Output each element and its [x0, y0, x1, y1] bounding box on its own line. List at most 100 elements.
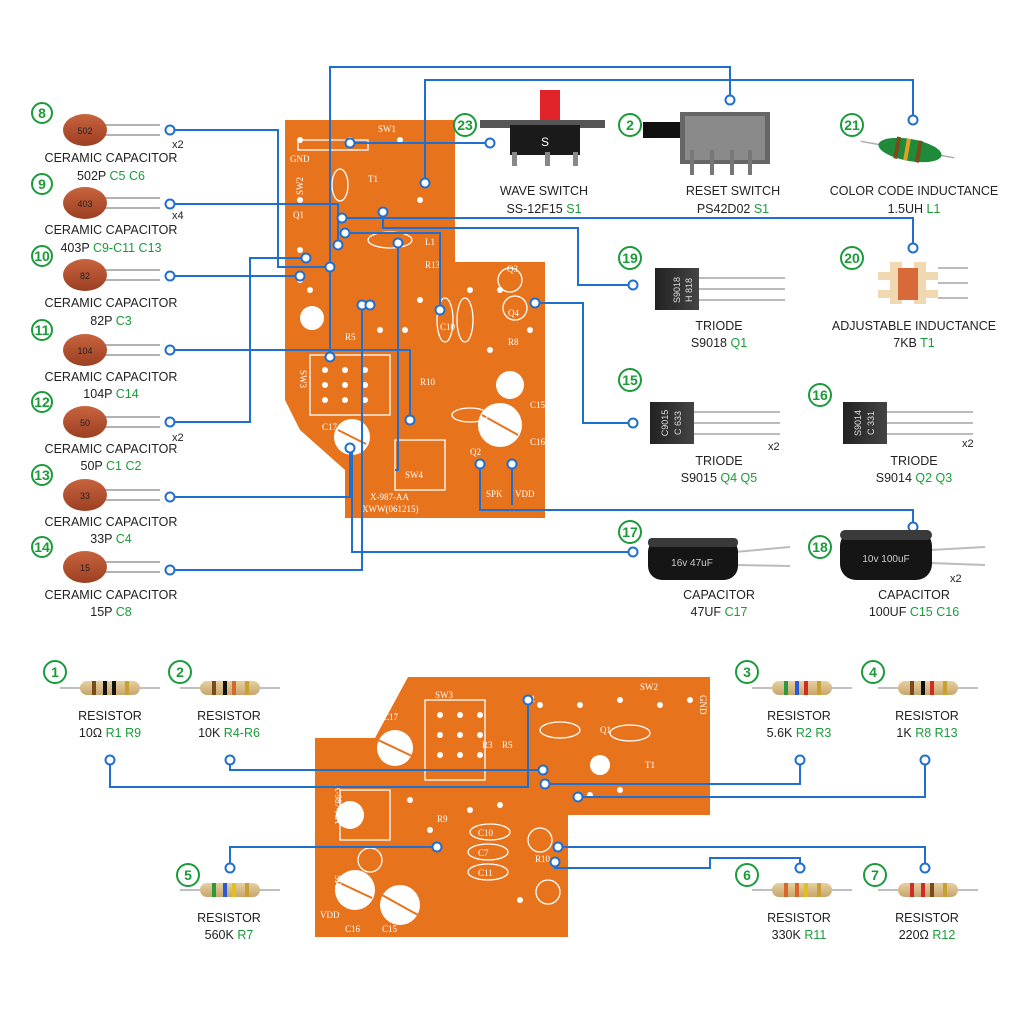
pcb-top-c17: C17 [322, 422, 338, 432]
svg-text:50P C1 C2: 50P C1 C2 [81, 459, 142, 473]
item-number: 14 [34, 539, 50, 555]
part-value: 502P [77, 169, 106, 183]
svg-text:PS42D02 S1: PS42D02 S1 [697, 202, 769, 216]
part-type: RESISTOR [197, 911, 261, 925]
part-value: 330K [772, 928, 802, 942]
svg-text:1.5UH L1: 1.5UH L1 [888, 202, 941, 216]
item-number: 16 [812, 387, 828, 403]
quantity: x2 [962, 438, 974, 450]
part-value: S9018 [691, 336, 727, 350]
pcb-top-c10: C10 [440, 322, 456, 332]
ceramic-capacitor-14: 14 15 CERAMIC CAPACITOR 15P C8 [31, 536, 177, 619]
part-value: PS42D02 [697, 202, 751, 216]
adjustable-inductance-20: 20 ADJUSTABLE INDUCTANCE 7KB T1 [832, 246, 996, 350]
part-type: TRIODE [695, 319, 742, 333]
pcb-top-sw2: SW2 [295, 177, 305, 195]
item-number: 18 [812, 539, 828, 555]
part-value: 1.5UH [888, 202, 923, 216]
triode-19: 19 S9018 H 818 TRIODE S9018 Q1 [618, 246, 786, 350]
part-value: 220Ω [899, 928, 929, 942]
part-refs: C5 C6 [110, 169, 145, 183]
wave-switch-23: 23 S WAVE SWITCH SS-12F15 S1 [453, 90, 605, 216]
part-value: 50P [81, 459, 103, 473]
quantity: x2 [950, 573, 962, 585]
part-value: 403P [60, 241, 89, 255]
part-refs: T1 [920, 336, 935, 350]
cap-marking: 10v 100uF [862, 554, 909, 565]
transistor-marking-2: C 331 [866, 411, 876, 435]
part-refs: R11 [804, 928, 826, 942]
part-value: 15P [90, 605, 112, 619]
capacitor-17: 17 16v 47uF CAPACITOR 47UF C17 [618, 520, 791, 619]
cap-marking: 33 [80, 491, 90, 501]
part-refs: C8 [116, 605, 132, 619]
part-refs: R12 [932, 928, 955, 942]
resistor-5: 5 RESISTOR 560K R7 [176, 863, 281, 942]
cap-marking: 15 [80, 563, 90, 573]
part-type: TRIODE [695, 454, 742, 468]
pcb-top-t1: T1 [368, 174, 378, 184]
transistor-marking-1: S9014 [853, 410, 863, 436]
item-number: 20 [844, 250, 860, 266]
part-type: CAPACITOR [683, 588, 755, 602]
pcb-bottom-c7: C7 [478, 848, 489, 858]
part-type: RESISTOR [767, 709, 831, 723]
pcb-bottom-r10: R9 [437, 814, 448, 824]
quantity: x2 [172, 139, 184, 151]
ceramic-capacitor-9: 9 403 x4 CERAMIC CAPACITOR 403P C9-C11 C… [31, 173, 184, 255]
quantity: x4 [172, 210, 184, 222]
svg-text:47UF C17: 47UF C17 [691, 605, 748, 619]
transistor-marking-1: C9015 [660, 410, 670, 437]
pcb-top-q3: Q3 [507, 264, 518, 274]
color-code-inductance-21: 21 COLOR CODE INDUCTANCE 1.5UH L1 [830, 113, 998, 216]
cap-marking: 104 [77, 346, 92, 356]
svg-text:SS-12F15 S1: SS-12F15 S1 [506, 202, 581, 216]
transistor-marking-1: S9018 [672, 277, 682, 303]
pcb-top-r8: R8 [508, 337, 519, 347]
pcb-top-c16: C16 [530, 437, 546, 447]
resistor-6: 6 RESISTOR 330K R11 [735, 863, 853, 942]
svg-text:220Ω R12: 220Ω R12 [899, 928, 956, 942]
pcb-top-r13: R13 [425, 260, 441, 270]
switch-knob [540, 90, 560, 125]
connector-dots [104, 94, 931, 874]
pcb-top-q4: Q4 [508, 308, 519, 318]
quantity: x2 [768, 441, 780, 453]
triode-16: 16 S9014 C 331 x2 TRIODE S9014 Q2 Q3 [808, 383, 974, 485]
svg-text:560K R7: 560K R7 [205, 928, 254, 942]
part-refs: C1 C2 [106, 459, 141, 473]
item-number: 1 [51, 664, 59, 680]
pcb-bottom-q1: Q1 [600, 725, 611, 735]
part-value: 100UF [869, 605, 907, 619]
resistor-4: 4 RESISTOR 1K R8 R13 [861, 660, 979, 740]
pcb-bottom-c11: C11 [478, 868, 493, 878]
pcb-top-q1: Q1 [293, 210, 304, 220]
part-value: 82P [90, 314, 112, 328]
part-type: CERAMIC CAPACITOR [45, 296, 178, 310]
item-number: 12 [34, 394, 50, 410]
part-value: S9014 [876, 471, 912, 485]
pcb-top-board-id: X-987-AA [370, 492, 409, 502]
svg-text:330K R11: 330K R11 [772, 928, 827, 942]
pcb-top-r5: R5 [345, 332, 356, 342]
part-type: RESISTOR [895, 709, 959, 723]
part-value: 10K [198, 726, 221, 740]
part-value: SS-12F15 [506, 202, 562, 216]
pcb-bottom: SW3 SW2 GND C17 C15 C16 C10 C7 C11 Q1 T1… [315, 677, 710, 937]
resistor-3: 3 RESISTOR 5.6K R2 R3 [735, 660, 853, 740]
item-number: 7 [871, 867, 879, 883]
part-refs: C14 [116, 387, 139, 401]
svg-text:33P C4: 33P C4 [90, 532, 132, 546]
pcb-top-sw4: SW4 [405, 470, 424, 480]
pcb-top-gnd: GND [290, 154, 310, 164]
pcb-top-q2: Q2 [470, 447, 481, 457]
svg-text:15P C8: 15P C8 [90, 605, 132, 619]
ceramic-capacitor-12: 12 50 x2 CERAMIC CAPACITOR 50P C1 C2 [31, 391, 184, 473]
svg-text:10Ω R1 R9: 10Ω R1 R9 [79, 726, 141, 740]
part-value: 10Ω [79, 726, 102, 740]
ceramic-capacitor-10: 10 82 CERAMIC CAPACITOR 82P C3 [31, 245, 178, 328]
resistor-7: 7 RESISTOR 220Ω R12 [863, 863, 979, 942]
item-number: 13 [34, 467, 50, 483]
item-number: 10 [34, 248, 50, 264]
